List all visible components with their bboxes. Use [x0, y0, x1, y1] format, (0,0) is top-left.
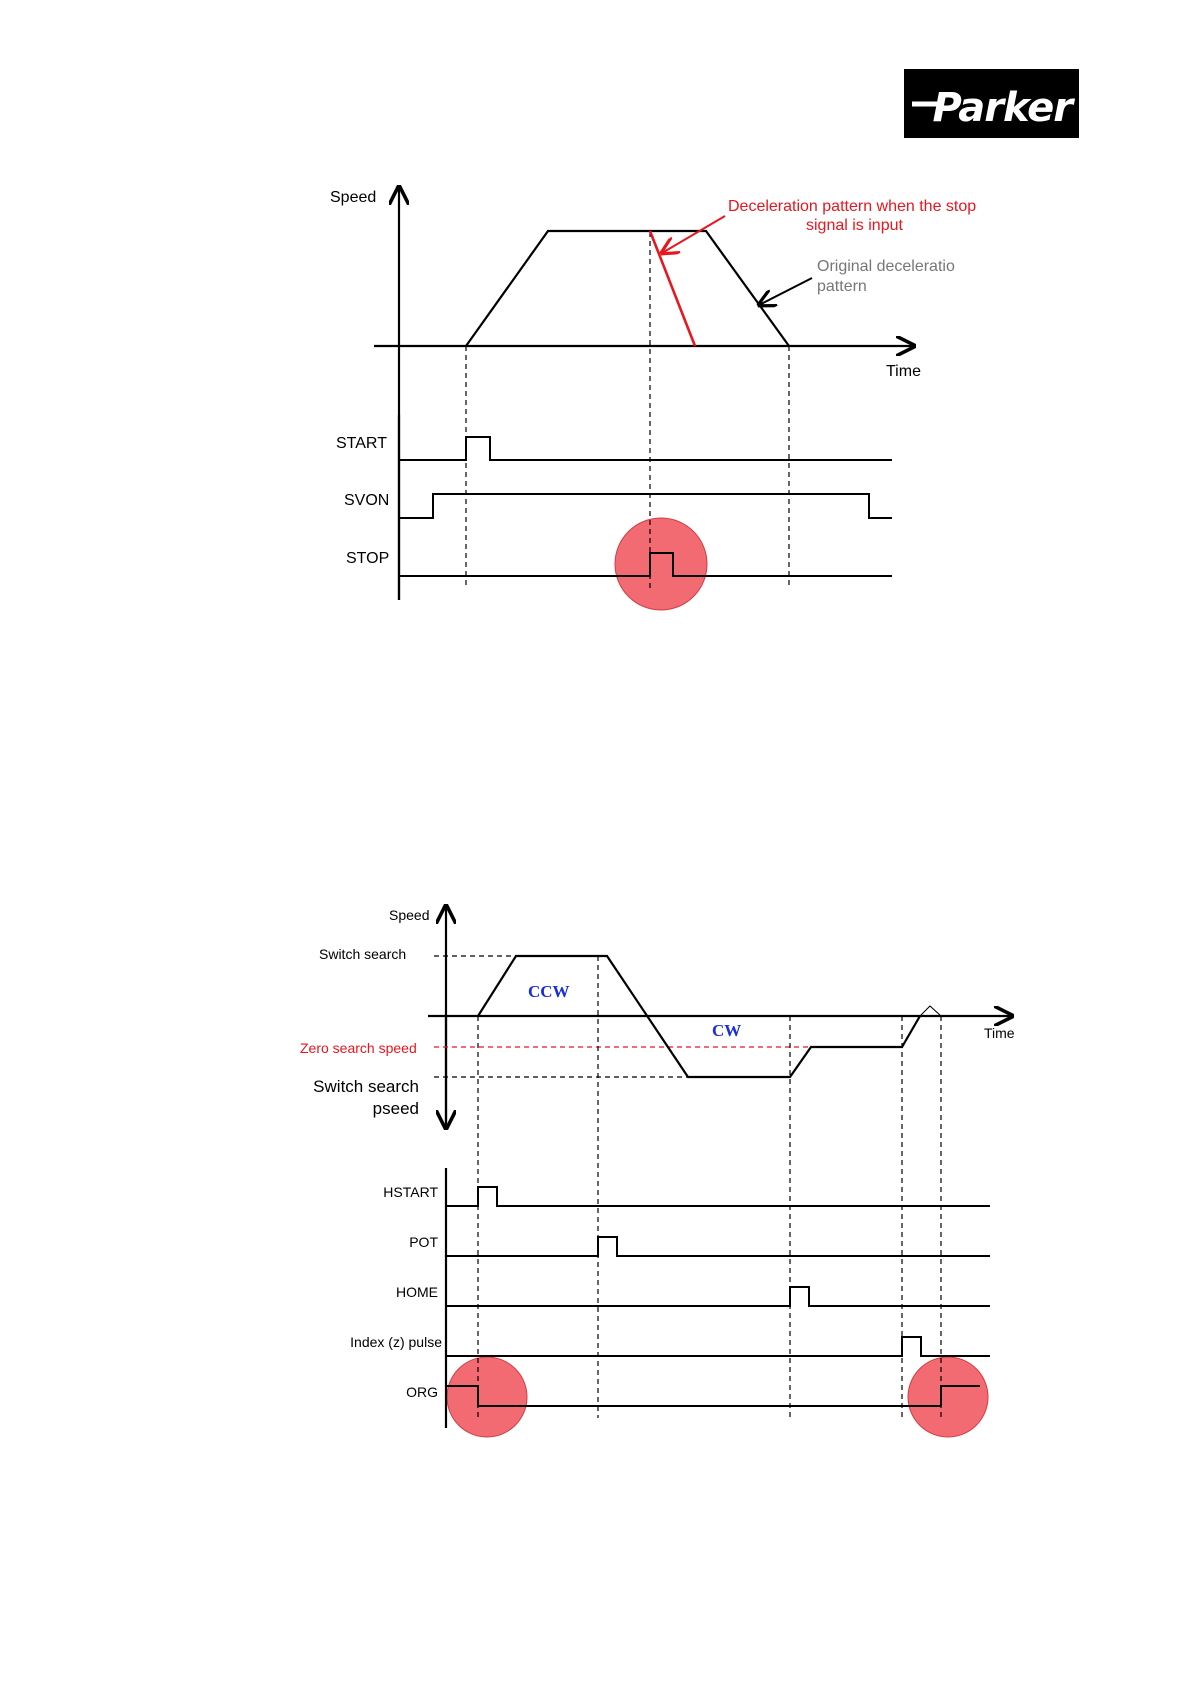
cw-label: CW — [712, 1021, 741, 1040]
signal-label-org: ORG — [406, 1384, 438, 1400]
org-highlight-left — [447, 1357, 527, 1437]
signal-home-waveform — [446, 1287, 990, 1306]
signal-label-stop: STOP — [346, 550, 389, 567]
signal-hstart-waveform — [446, 1187, 990, 1206]
original-speed-profile — [466, 231, 789, 346]
time-axis-label-2: Time — [984, 1025, 1015, 1041]
signal-index-waveform — [446, 1337, 990, 1356]
original-annotation-arrow — [759, 278, 812, 305]
ccw-label: CCW — [528, 982, 570, 1001]
signal-label-home: HOME — [396, 1284, 438, 1300]
svg-text:Parker: Parker — [932, 85, 1075, 131]
original-annotation-line1: Original deceleratio — [817, 258, 955, 275]
stop-deceleration-line — [650, 231, 695, 346]
stop-annotation-arrow — [662, 216, 725, 253]
stop-annotation-line1: Deceleration pattern when the stop — [728, 198, 976, 215]
signal-label-svon: SVON — [344, 492, 389, 509]
signal-label-start: START — [336, 435, 387, 452]
stop-annotation-line2: signal is input — [806, 217, 904, 234]
parker-logo: Parker — [904, 69, 1079, 138]
speed-axis-label-2: Speed — [389, 907, 429, 923]
signal-label-pot: POT — [409, 1234, 438, 1250]
signal-label-index: Index (z) pulse — [350, 1334, 442, 1350]
signal-svon-waveform — [399, 494, 892, 518]
signal-start-waveform — [399, 437, 892, 460]
zero-search-speed-label: Zero search speed — [300, 1040, 417, 1056]
time-axis-label: Time — [886, 363, 921, 380]
switch-search-lower-line1: Switch search — [313, 1077, 419, 1096]
original-annotation-line2: pattern — [817, 278, 867, 295]
stop-highlight-circle — [615, 518, 707, 610]
org-highlight-right — [908, 1357, 988, 1437]
signal-pot-waveform — [446, 1237, 990, 1256]
signal-label-hstart: HSTART — [383, 1184, 438, 1200]
switch-search-upper-label: Switch search — [319, 946, 406, 962]
switch-search-lower-line2: pseed — [373, 1099, 419, 1118]
homing-diagram: Speed Time Switch search Zero search spe… — [300, 906, 1015, 1437]
speed-axis-label: Speed — [330, 189, 376, 206]
stop-deceleration-diagram: Speed Time Deceleration pattern when the… — [330, 187, 976, 610]
